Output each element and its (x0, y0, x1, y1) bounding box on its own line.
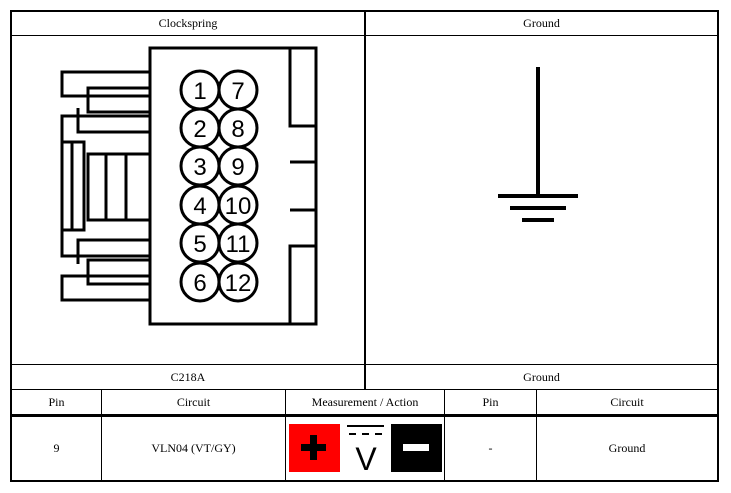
header-pin-2: Pin (482, 394, 499, 409)
negative-probe-icon (391, 424, 442, 472)
pin-label: 5 (193, 231, 206, 258)
measurement-action: V (289, 424, 442, 477)
row-pin: 9 (53, 441, 60, 455)
tab-bottom (60, 274, 150, 302)
divider-col1 (101, 389, 102, 482)
pin-label: 6 (193, 270, 206, 297)
row-circuit: VLN04 (VT/GY) (151, 441, 236, 455)
ground-symbol-icon (498, 67, 578, 222)
divider-col4 (536, 389, 537, 482)
latch-bottom (288, 244, 316, 324)
tab-top (60, 70, 150, 98)
rule-under-table-headers (10, 414, 719, 417)
pin-label: 12 (225, 270, 252, 297)
dc-voltage-icon: V (347, 425, 384, 477)
positive-probe-icon (289, 424, 340, 472)
pin-label: 11 (226, 231, 251, 258)
pin-label: 9 (231, 154, 244, 181)
pin-label: 10 (225, 193, 252, 220)
pin-grid: 1 2 3 4 5 6 7 8 9 10 11 12 (179, 69, 259, 303)
header-circuit: Circuit (176, 394, 211, 409)
pin-label: 4 (193, 193, 206, 220)
header-pin: Pin (48, 394, 65, 409)
divider-top (364, 10, 366, 390)
pin-label: 7 (231, 78, 244, 105)
pin-label: 1 (193, 78, 206, 105)
row-pin-2: - (488, 441, 493, 455)
connector-diagram: 1 2 3 4 5 6 7 8 9 10 11 12 (60, 46, 318, 326)
connector-caption: C218A (170, 369, 206, 384)
voltage-symbol: V (355, 441, 377, 477)
divider-col2 (285, 389, 286, 482)
ground-caption: Ground (523, 369, 560, 384)
header-measurement: Measurement / Action (311, 394, 419, 409)
row-circuit-2: Ground (608, 441, 646, 455)
pin-label: 2 (193, 116, 206, 143)
pin-label: 3 (193, 154, 206, 181)
divider-col3 (444, 389, 445, 482)
pin-label: 8 (231, 116, 244, 143)
header-circuit-2: Circuit (610, 394, 644, 409)
clockspring-header: Clockspring (158, 16, 218, 30)
latch-top (288, 48, 316, 128)
ground-header: Ground (523, 16, 560, 30)
